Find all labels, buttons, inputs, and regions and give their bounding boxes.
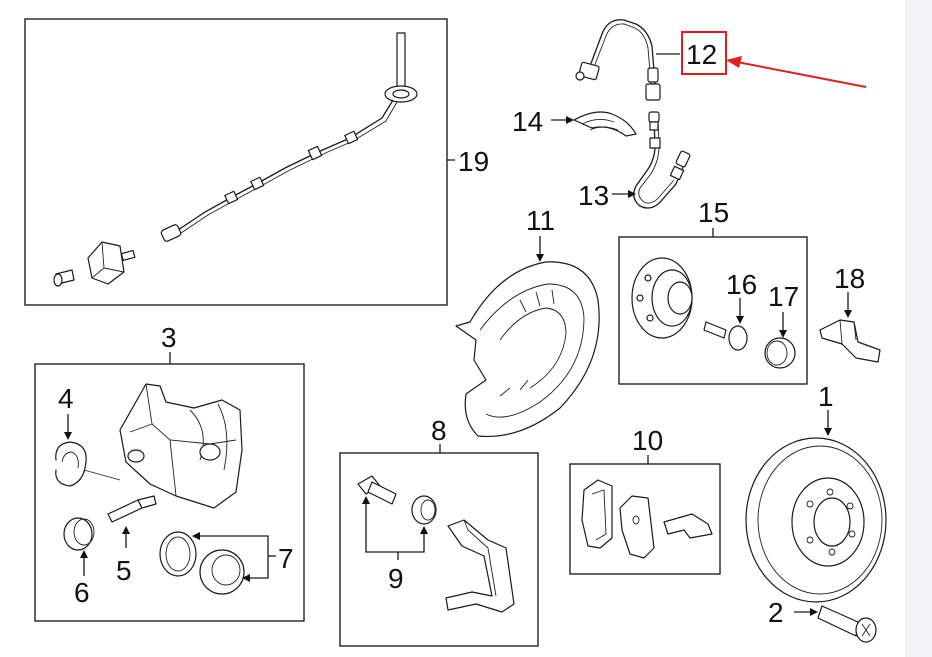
sensor-head: [87, 241, 125, 285]
callout-2: 2: [768, 597, 784, 628]
callout-4: 4: [58, 383, 74, 414]
part-12-brake-hose: 12: [575, 19, 867, 101]
group-box-19: [24, 18, 448, 306]
caliper-body: [119, 383, 243, 509]
bleeder-screw: [107, 499, 143, 523]
highlight-arrow-head: [726, 56, 742, 68]
guide-pin: [367, 481, 397, 505]
caliper-piston: [199, 549, 245, 595]
brake-pad-2: [619, 495, 655, 559]
group-box-8: [339, 452, 539, 647]
hub-bolt-head: [728, 325, 748, 351]
callout-13: 13: [578, 180, 609, 211]
bracket: [819, 319, 881, 363]
part-14-clip: 14: [512, 106, 637, 137]
callout-6: 6: [74, 577, 90, 608]
rotor-screw: [817, 605, 859, 637]
callout-9: 9: [388, 563, 404, 594]
hub-bolt: [703, 321, 727, 339]
callout-14: 14: [512, 106, 543, 137]
callout-12: 12: [686, 39, 717, 70]
brake-pad-1: [581, 479, 613, 549]
callout-1: 1: [818, 381, 834, 412]
callout-11: 11: [526, 205, 555, 236]
part-18-bracket: 18: [819, 263, 881, 363]
group-15-hub: 15 16 17: [618, 197, 808, 385]
bleeder-cap: [63, 517, 93, 551]
group-19-abs-sensor: 19: [24, 18, 489, 306]
caliper-carrier: [445, 519, 515, 613]
group-8-carrier: 8 9: [339, 415, 539, 647]
diagram-canvas: 19 12 14 13: [0, 0, 905, 657]
highlight-arrow: [736, 61, 867, 88]
piston-seal: [159, 531, 197, 577]
callout-19: 19: [458, 146, 489, 177]
sensor-plug: [160, 224, 182, 242]
callout-10: 10: [632, 425, 663, 456]
callout-8: 8: [431, 415, 447, 446]
callout-15: 15: [698, 197, 729, 228]
pad-clip: [663, 513, 713, 539]
group-10-pads: 10: [569, 425, 721, 575]
splash-shield: [455, 261, 600, 438]
sensor-cable: [177, 99, 394, 231]
group-3-caliper: 3 4 5 6 7: [34, 322, 305, 622]
hose-clip: [573, 111, 637, 137]
part-13-brake-line: 13: [578, 111, 691, 211]
part-11-splash-shield: 11: [455, 205, 600, 438]
hose-fitting-right: [645, 83, 661, 101]
callout-5: 5: [116, 555, 132, 586]
callout-17: 17: [768, 281, 799, 312]
callout-18: 18: [834, 263, 865, 294]
guide-pin-boot: [411, 495, 437, 525]
callout-16: 16: [726, 269, 757, 300]
callout-3: 3: [161, 322, 177, 353]
part-1-rotor: 1: [745, 381, 887, 603]
callout-7: 7: [278, 543, 294, 574]
group-box-10: [569, 463, 721, 575]
callout-12-highlight-box: [681, 31, 727, 75]
caliper-spring: [55, 441, 87, 487]
part-2-screw: 2: [768, 597, 877, 643]
sensor-stem: [396, 32, 406, 89]
dust-cap: [764, 337, 796, 369]
